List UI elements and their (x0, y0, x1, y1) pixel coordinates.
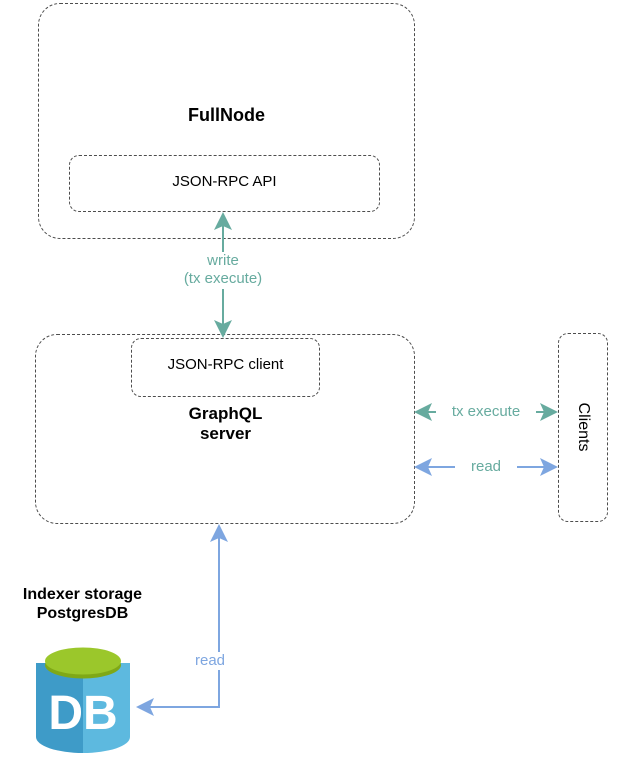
graphql-server-title: GraphQL server (188, 404, 263, 444)
tx-execute-edge-label: tx execute (436, 403, 536, 422)
clients-label: Clients (575, 402, 592, 452)
json-rpc-client-label: JSON-RPC client (167, 356, 284, 373)
clients-box[interactable] (558, 333, 608, 522)
read-storage-edge-label: read (195, 652, 255, 671)
db-icon-text: DB (48, 687, 117, 740)
json-rpc-client-box[interactable] (131, 338, 320, 397)
json-rpc-api-box[interactable] (69, 155, 380, 212)
fullnode-title: FullNode (188, 105, 265, 125)
read-clients-edge-label: read (455, 458, 517, 477)
json-rpc-api-label: JSON-RPC API (172, 173, 277, 190)
indexer-storage-title: Indexer storage PostgresDB (22, 586, 143, 622)
write-edge-label: write (tx execute) (153, 252, 293, 289)
fullnode-box[interactable] (38, 3, 415, 239)
database-cylinder-icon: DB (30, 643, 136, 755)
